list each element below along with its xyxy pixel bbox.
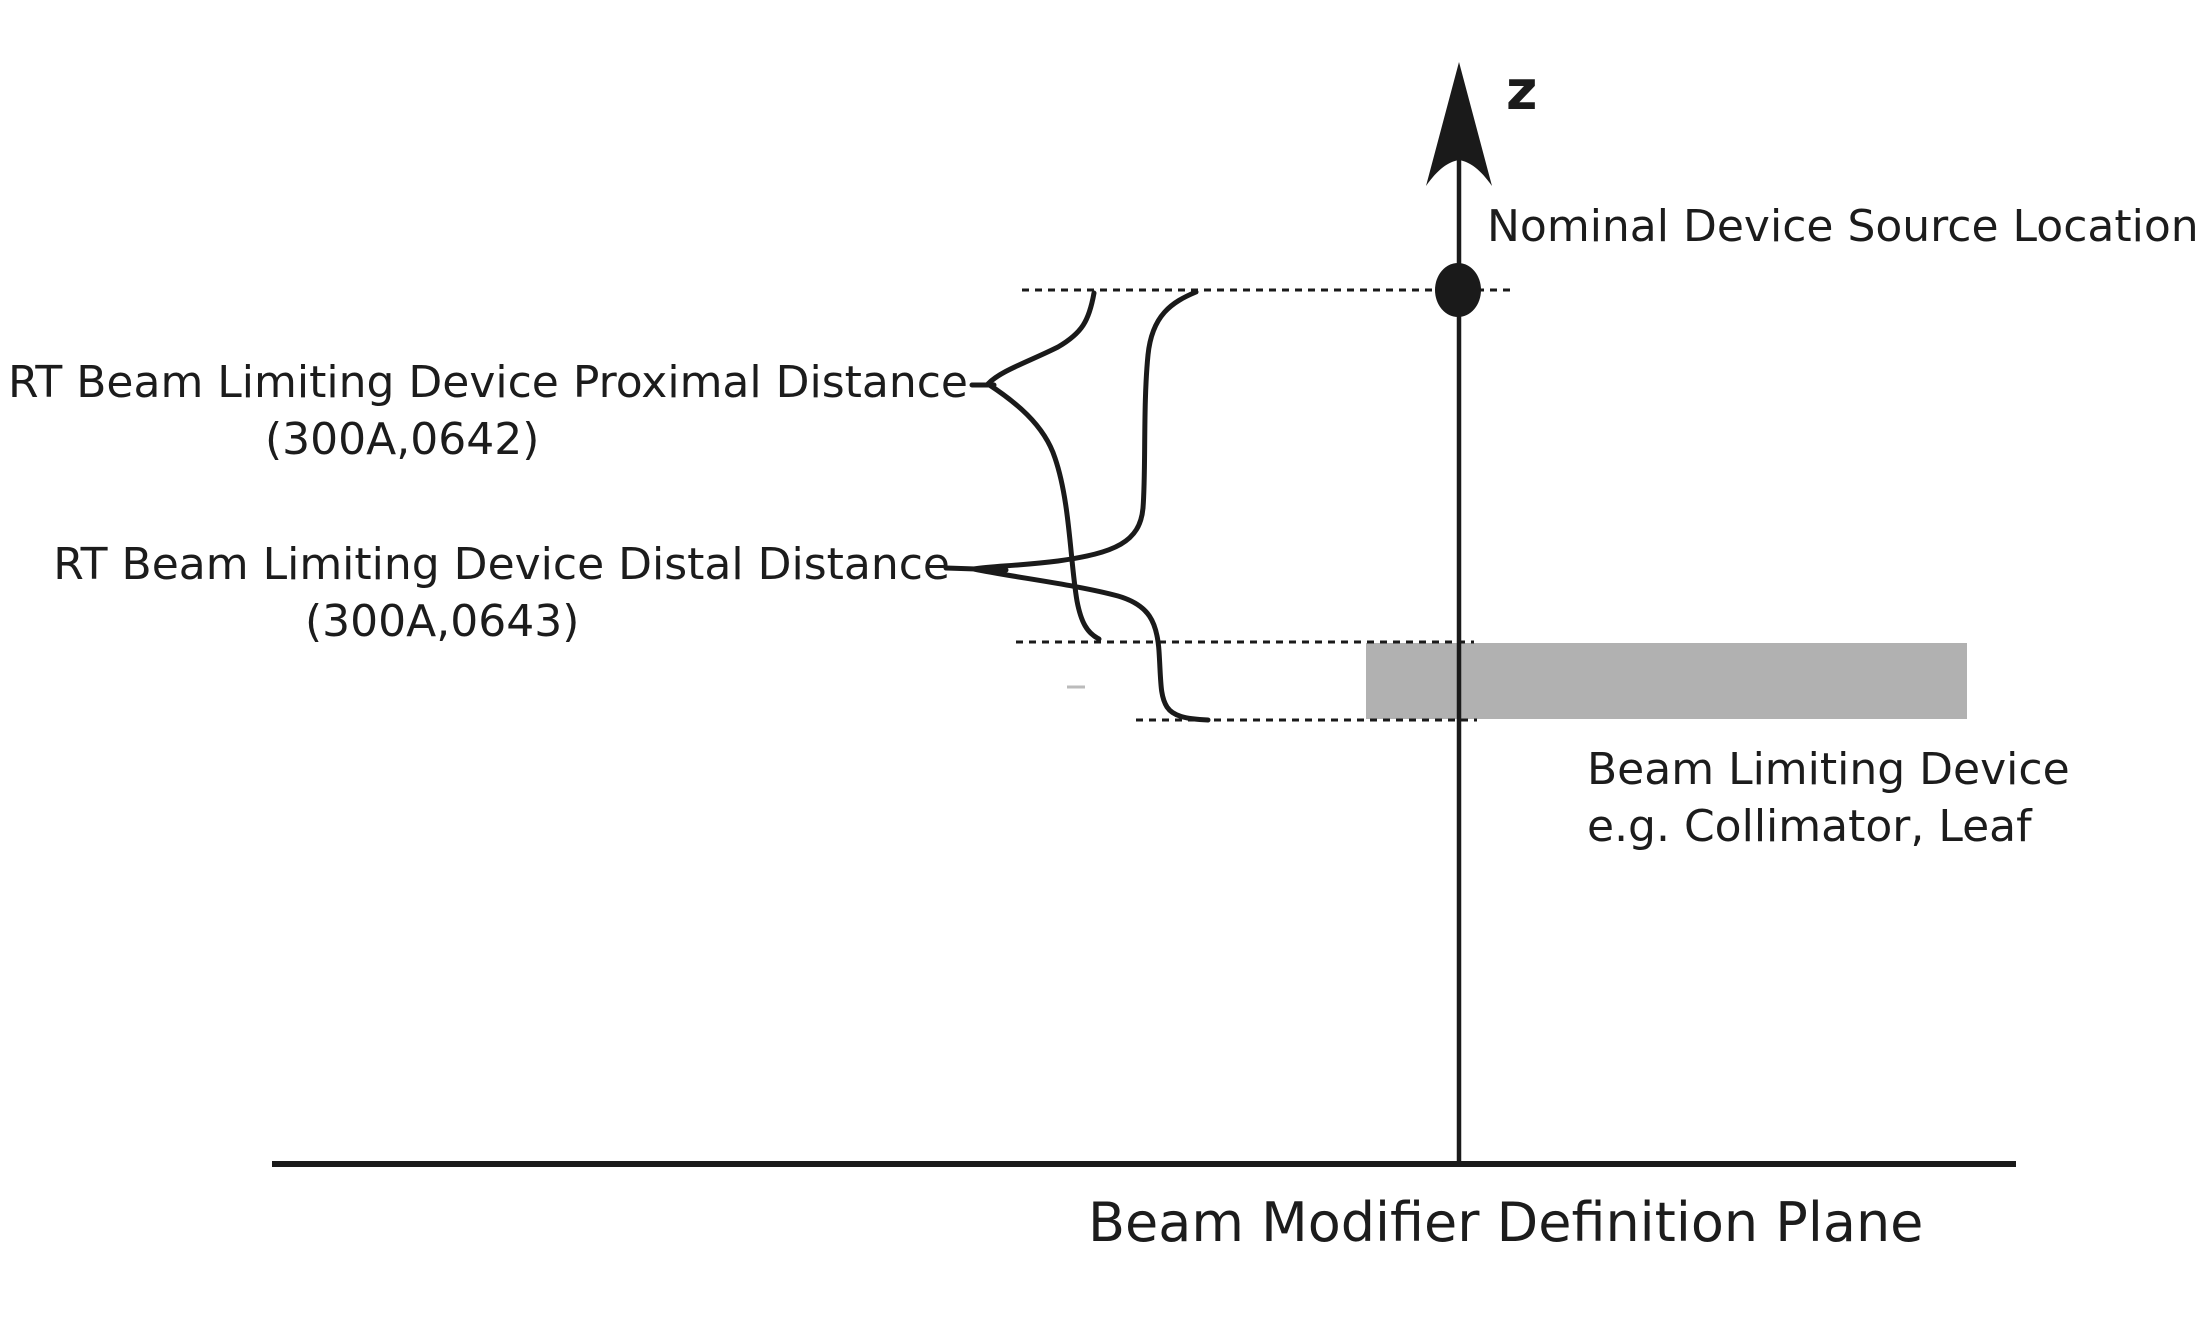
distal-label-connector bbox=[943, 565, 1009, 573]
z-axis-label: z bbox=[1506, 59, 1538, 122]
z-axis-arrowhead-icon bbox=[1426, 62, 1492, 186]
nominal-source-label: Nominal Device Source Location bbox=[1487, 201, 2199, 252]
distal-distance-brace bbox=[973, 289, 1211, 723]
definition-plane-label: Beam Modifier Definition Plane bbox=[1088, 1191, 1924, 1254]
proximal-distance-tag: (300A,0642) bbox=[265, 414, 540, 465]
device-label-line2: e.g. Collimator, Leaf bbox=[1587, 801, 2032, 852]
distal-distance-label: RT Beam Limiting Device Distal Distance bbox=[53, 539, 950, 590]
distal-distance-tag: (300A,0643) bbox=[305, 596, 580, 647]
device-label-line1: Beam Limiting Device bbox=[1587, 744, 2070, 795]
beam-limiting-device-rect bbox=[1366, 643, 1967, 719]
proximal-distance-brace bbox=[984, 290, 1102, 642]
proximal-distance-label: RT Beam Limiting Device Proximal Distanc… bbox=[7, 357, 968, 408]
